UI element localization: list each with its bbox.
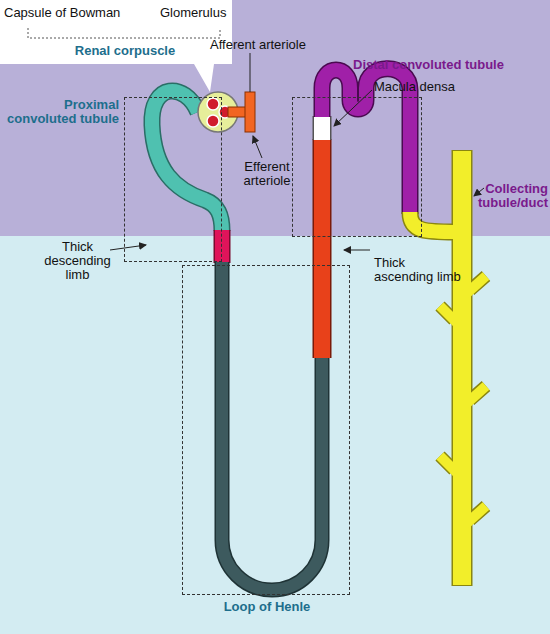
region-title: Loop of Henle (183, 600, 351, 614)
glomerulus-loop (207, 115, 219, 127)
part-label: Thick descending limb (40, 240, 115, 282)
arteriole-stem (228, 107, 246, 117)
connecting-tubule (410, 212, 458, 232)
part-label: Thick ascending limb (374, 256, 464, 284)
region-outline: Loop of Henle (182, 265, 350, 595)
group-title: Renal corpuscle (50, 44, 200, 58)
region-title: Distal convoluted tubule (353, 58, 533, 72)
duct-branch (440, 276, 486, 524)
tube-outline (214, 230, 231, 263)
thick-ascending-limb (314, 139, 330, 358)
leader-arrow (344, 250, 370, 251)
part-label: Capsule of Bowman (4, 6, 144, 20)
leader-arrow (474, 188, 484, 196)
region-outline: Distal convoluted tubule (292, 97, 422, 237)
part-label: Macula densa (374, 80, 474, 94)
arteriole-bar (245, 92, 255, 132)
part-label: Collecting tubule/duct (474, 182, 548, 210)
tube-outline (313, 139, 332, 358)
leader-arrow (334, 90, 372, 126)
tube-outline (222, 262, 322, 590)
part-label: Efferent arteriole (232, 160, 302, 188)
part-label: Glomerulus (160, 6, 230, 20)
glomerulus-loop (207, 98, 219, 110)
macula-densa (314, 116, 330, 140)
leader-arrow (253, 136, 262, 158)
region-outline: Proximal convoluted tubule (124, 97, 222, 262)
tube-outline (313, 116, 332, 140)
callout-box: Capsule of Bowman GlomerulusRenal corpusc… (0, 0, 232, 64)
loop-of-henle-tube (222, 262, 322, 590)
region-title: Proximal convoluted tubule (1, 98, 119, 126)
callout-shape (0, 0, 232, 92)
part-label: Afferent arteriole (210, 38, 330, 52)
leader-line (250, 53, 251, 92)
leader-arrow (110, 245, 146, 250)
thick-descending-limb (215, 230, 229, 263)
dashed-bracket (28, 28, 220, 38)
